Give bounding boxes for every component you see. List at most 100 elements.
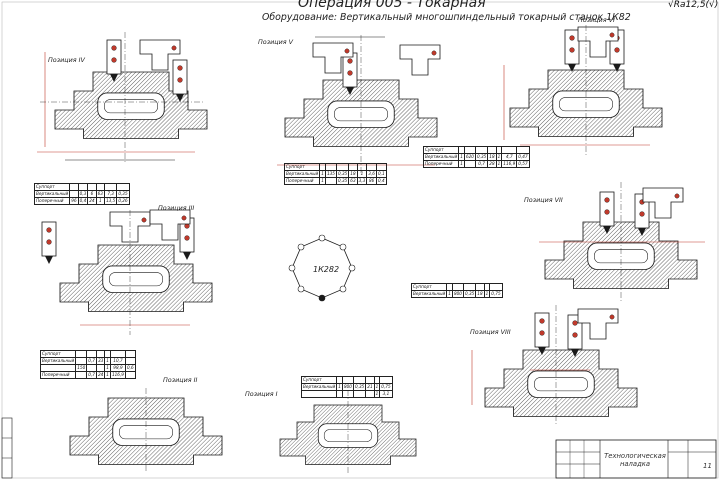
table-header-cell [77, 183, 89, 191]
table-header-cell: Суппорт [283, 163, 321, 171]
table-cell: 6 [87, 190, 97, 198]
table-cell: 0,75 [379, 383, 393, 391]
table-header-cell [463, 146, 476, 154]
position-vii-drawing [539, 182, 705, 302]
position-ii-drawing [69, 388, 223, 473]
table-cell: 0,35 [474, 153, 489, 161]
table-cell: Поперечный [422, 160, 460, 168]
table-header-cell [116, 183, 130, 191]
table-header-row: Суппорт [33, 183, 130, 191]
equipment-subtitle: Оборудование: Вертикальный многошпиндель… [262, 12, 631, 23]
table-header-cell [501, 146, 518, 154]
table-header-cell [352, 376, 367, 384]
table-cell: 0,7 [86, 371, 97, 379]
table-cell [352, 390, 367, 398]
table-header-row: Суппорт [39, 350, 136, 358]
table-header-cell [335, 163, 350, 171]
table-cell [341, 390, 354, 398]
table-cell: 4,7 [501, 153, 518, 161]
table-header-cell [489, 283, 503, 291]
position-iii-label: Позиция III [158, 204, 195, 212]
table-cell: 0,47 [516, 153, 530, 161]
machine-scheme [288, 234, 356, 302]
table-header-row: Суппорт [283, 163, 387, 171]
table-cell [39, 364, 77, 372]
table-header-cell [348, 163, 358, 171]
table-cell: 10,7 [109, 357, 126, 365]
table-header-row: Суппорт [422, 146, 530, 154]
table-cell: 33 [95, 357, 106, 365]
table-cell: 18 [348, 170, 358, 178]
title-block [555, 439, 717, 479]
table-header-cell [103, 183, 118, 191]
table-cell [69, 190, 79, 198]
table-header-cell: Суппорт [300, 376, 338, 384]
table-cell: 0,7 [474, 160, 489, 168]
title-block-name-line2: наладка [619, 460, 651, 468]
table-cell: 0,57 [516, 160, 530, 168]
table-header-cell [462, 283, 477, 291]
table-header-row: Суппорт [300, 376, 393, 384]
table-header-cell [379, 376, 393, 384]
table-header-cell [95, 350, 106, 358]
table-cell: 116,9 [109, 371, 126, 379]
table-cell: 0,1 [375, 170, 387, 178]
table-cell: 3,3 [356, 177, 368, 185]
table-cell [124, 357, 136, 365]
table-cell [95, 364, 106, 372]
table-cell: 7,3 [103, 190, 118, 198]
table-cell: 86 [366, 177, 377, 185]
table-cell [365, 390, 375, 398]
table-cell [86, 364, 97, 372]
table-header-cell [87, 183, 97, 191]
table-cell: 0,26 [116, 197, 130, 205]
table-cell: 3,6 [366, 170, 377, 178]
table-header-cell [124, 350, 136, 358]
table-header-cell [341, 376, 354, 384]
table-header-cell [69, 183, 79, 191]
table-cell [324, 177, 337, 185]
position-iii-drawing [41, 209, 213, 335]
table-cell: 0,35 [335, 177, 350, 185]
table-cell [463, 160, 476, 168]
table-cell: Вертикальный [33, 190, 71, 198]
position-vii-label: Позиция VII [524, 196, 563, 204]
table-cell: 116,9 [501, 160, 518, 168]
table-cell: 0,7 [86, 357, 97, 365]
position-iv-label: Позиция IV [48, 56, 85, 64]
table-header-cell: Суппорт [410, 283, 448, 291]
table-header-cell [365, 376, 375, 384]
table-cell: Вертикальный [39, 357, 77, 365]
position-v-label: Позиция V [258, 38, 294, 46]
table-header-cell [109, 350, 126, 358]
table-header-cell [324, 163, 337, 171]
table-header-cell [475, 283, 485, 291]
table-header-cell [86, 350, 97, 358]
title-block-name-line1: Технологическая [604, 452, 666, 460]
table-header-row: Суппорт [410, 283, 503, 291]
table-header-cell [474, 146, 489, 154]
table-cell: Поперечный [283, 177, 321, 185]
table-cell: 13,5 [103, 197, 118, 205]
table-cell: 63 [348, 177, 358, 185]
position-viii-label: Позиция VIII [470, 328, 511, 336]
table-cell: 3,1 [379, 390, 393, 398]
table-cell: 620 [463, 153, 476, 161]
table-cell: 24 [95, 371, 106, 379]
table-cell: 150 [75, 364, 88, 372]
position-vi-label: Позиция VI [578, 16, 615, 24]
